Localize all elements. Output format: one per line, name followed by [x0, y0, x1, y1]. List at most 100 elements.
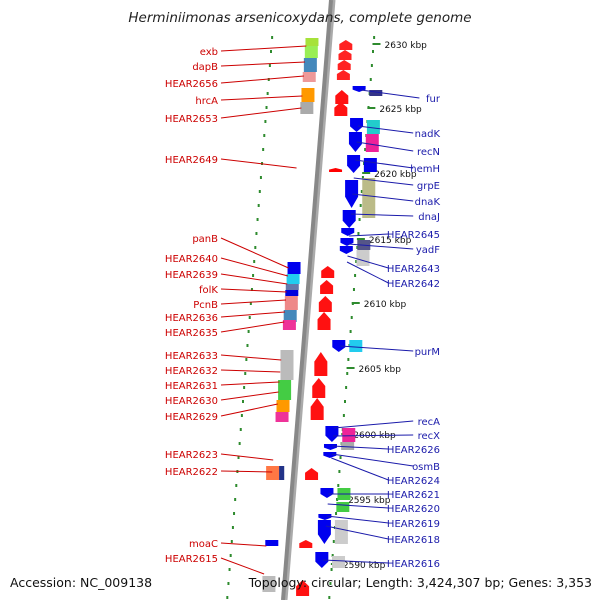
gene-block [356, 250, 370, 266]
right-track-dot [328, 596, 331, 599]
gene-label-left: HEAR2633 [165, 351, 218, 362]
leader-line-right [331, 457, 389, 481]
left-track-dot [270, 50, 272, 53]
left-track-dot [231, 526, 234, 529]
kbp-tick-label: 2630 kbp [384, 41, 427, 51]
left-track-dot [263, 134, 266, 137]
right-track-dot [339, 456, 342, 459]
right-track-dot [336, 498, 339, 501]
leader-line-right [355, 159, 414, 169]
leader-line-left [220, 95, 303, 101]
left-track-dot [257, 204, 260, 207]
gene-arrow-reverse [320, 488, 334, 498]
left-track-dot [250, 288, 253, 291]
left-track-dot [267, 78, 270, 81]
left-track-dot [243, 386, 246, 389]
leader-line-right [349, 233, 389, 237]
leader-line-right [326, 515, 389, 524]
left-track-dot [268, 64, 271, 67]
gene-block [266, 466, 280, 480]
gene-label-right: hemH [410, 164, 440, 175]
leader-line-left [220, 75, 304, 84]
right-track-dot [369, 78, 372, 81]
right-track-dot [351, 302, 354, 305]
gene-label-right: recN [417, 147, 440, 158]
right-track-dot [358, 218, 361, 221]
right-track-dot [345, 386, 348, 389]
gene-label-right: HEAR2620 [387, 504, 440, 515]
gene-block [278, 380, 292, 400]
gene-arrow-reverse [315, 552, 329, 568]
gene-block [369, 90, 383, 96]
gene-arrow-forward [310, 398, 324, 420]
right-track-dot [329, 582, 332, 585]
kbp-tick-label: 2620 kbp [374, 170, 417, 180]
leader-line-right [347, 255, 389, 269]
left-track-dot [266, 92, 269, 95]
topology-summary: Topology: circular; Length: 3,424,307 bp… [248, 575, 592, 590]
gene-label-left: exb [200, 47, 218, 58]
right-track-dot [361, 176, 364, 179]
gene-layer [262, 38, 383, 596]
gene-arrow-reverse [342, 210, 356, 228]
gene-arrow-forward [317, 312, 331, 330]
right-track-dot [332, 540, 335, 543]
gene-label-right: yadF [416, 245, 440, 256]
left-track-dot [256, 218, 259, 221]
gene-block [265, 540, 279, 546]
gene-label-left: HEAR2653 [165, 114, 218, 125]
leader-line-right [333, 434, 414, 437]
left-track-dot [259, 176, 262, 179]
leader-line-right [323, 559, 389, 564]
gene-label-right: dnaK [415, 197, 441, 208]
left-track-dot [235, 484, 238, 487]
gene-block [285, 290, 299, 296]
left-track-dot [247, 330, 250, 333]
leader-line-left [220, 107, 302, 119]
gene-arrow-forward [320, 280, 334, 294]
gene-block [285, 284, 299, 290]
right-track-dot [360, 190, 363, 193]
gene-arrow-reverse [347, 155, 361, 173]
leader-line-left [220, 470, 273, 473]
gene-block [275, 412, 289, 422]
gene-block [366, 120, 380, 134]
left-track-dot [262, 148, 265, 151]
kbp-tick-label: 2610 kbp [364, 300, 407, 310]
gene-label-left: folK [199, 285, 218, 296]
leader-line-left [220, 321, 285, 333]
gene-label-layer: exbdapBHEAR2656hrcAHEAR2653HEAR2649panBH… [165, 47, 441, 570]
leader-line-right [331, 453, 414, 467]
gene-label-right: HEAR2645 [387, 230, 440, 241]
right-track-dot [352, 288, 355, 291]
gene-block [300, 102, 314, 114]
leader-line-right [340, 345, 414, 352]
right-track-dot [359, 204, 362, 207]
gene-label-left: HEAR2656 [165, 79, 218, 90]
gene-block [349, 340, 363, 352]
left-track-dot [246, 344, 249, 347]
gene-arrow-forward [314, 352, 328, 376]
right-track-dot [355, 260, 358, 263]
gene-label-left: HEAR2632 [165, 366, 218, 377]
gene-block [363, 158, 377, 172]
left-track-dot [249, 302, 252, 305]
gene-label-left: HEAR2630 [165, 396, 218, 407]
right-track-dot [344, 400, 346, 403]
gene-block [365, 134, 379, 152]
right-track-dot [373, 36, 376, 39]
gene-block [282, 320, 296, 330]
gene-label-right: HEAR2618 [387, 535, 440, 546]
gene-arrow-forward [305, 468, 319, 480]
left-track-dot [226, 596, 229, 599]
kbp-tick-label: 2590 kbp [343, 561, 386, 571]
leader-line-right [348, 243, 414, 250]
kbp-tick-label: 2615 kbp [369, 236, 412, 246]
gene-label-left: HEAR2635 [165, 328, 218, 339]
gene-label-right: HEAR2621 [387, 490, 440, 501]
gene-arrow-forward [335, 90, 349, 104]
right-track-dot [350, 316, 353, 319]
gene-label-right: HEAR2616 [387, 559, 440, 570]
gene-label-left: HEAR2629 [165, 412, 218, 423]
